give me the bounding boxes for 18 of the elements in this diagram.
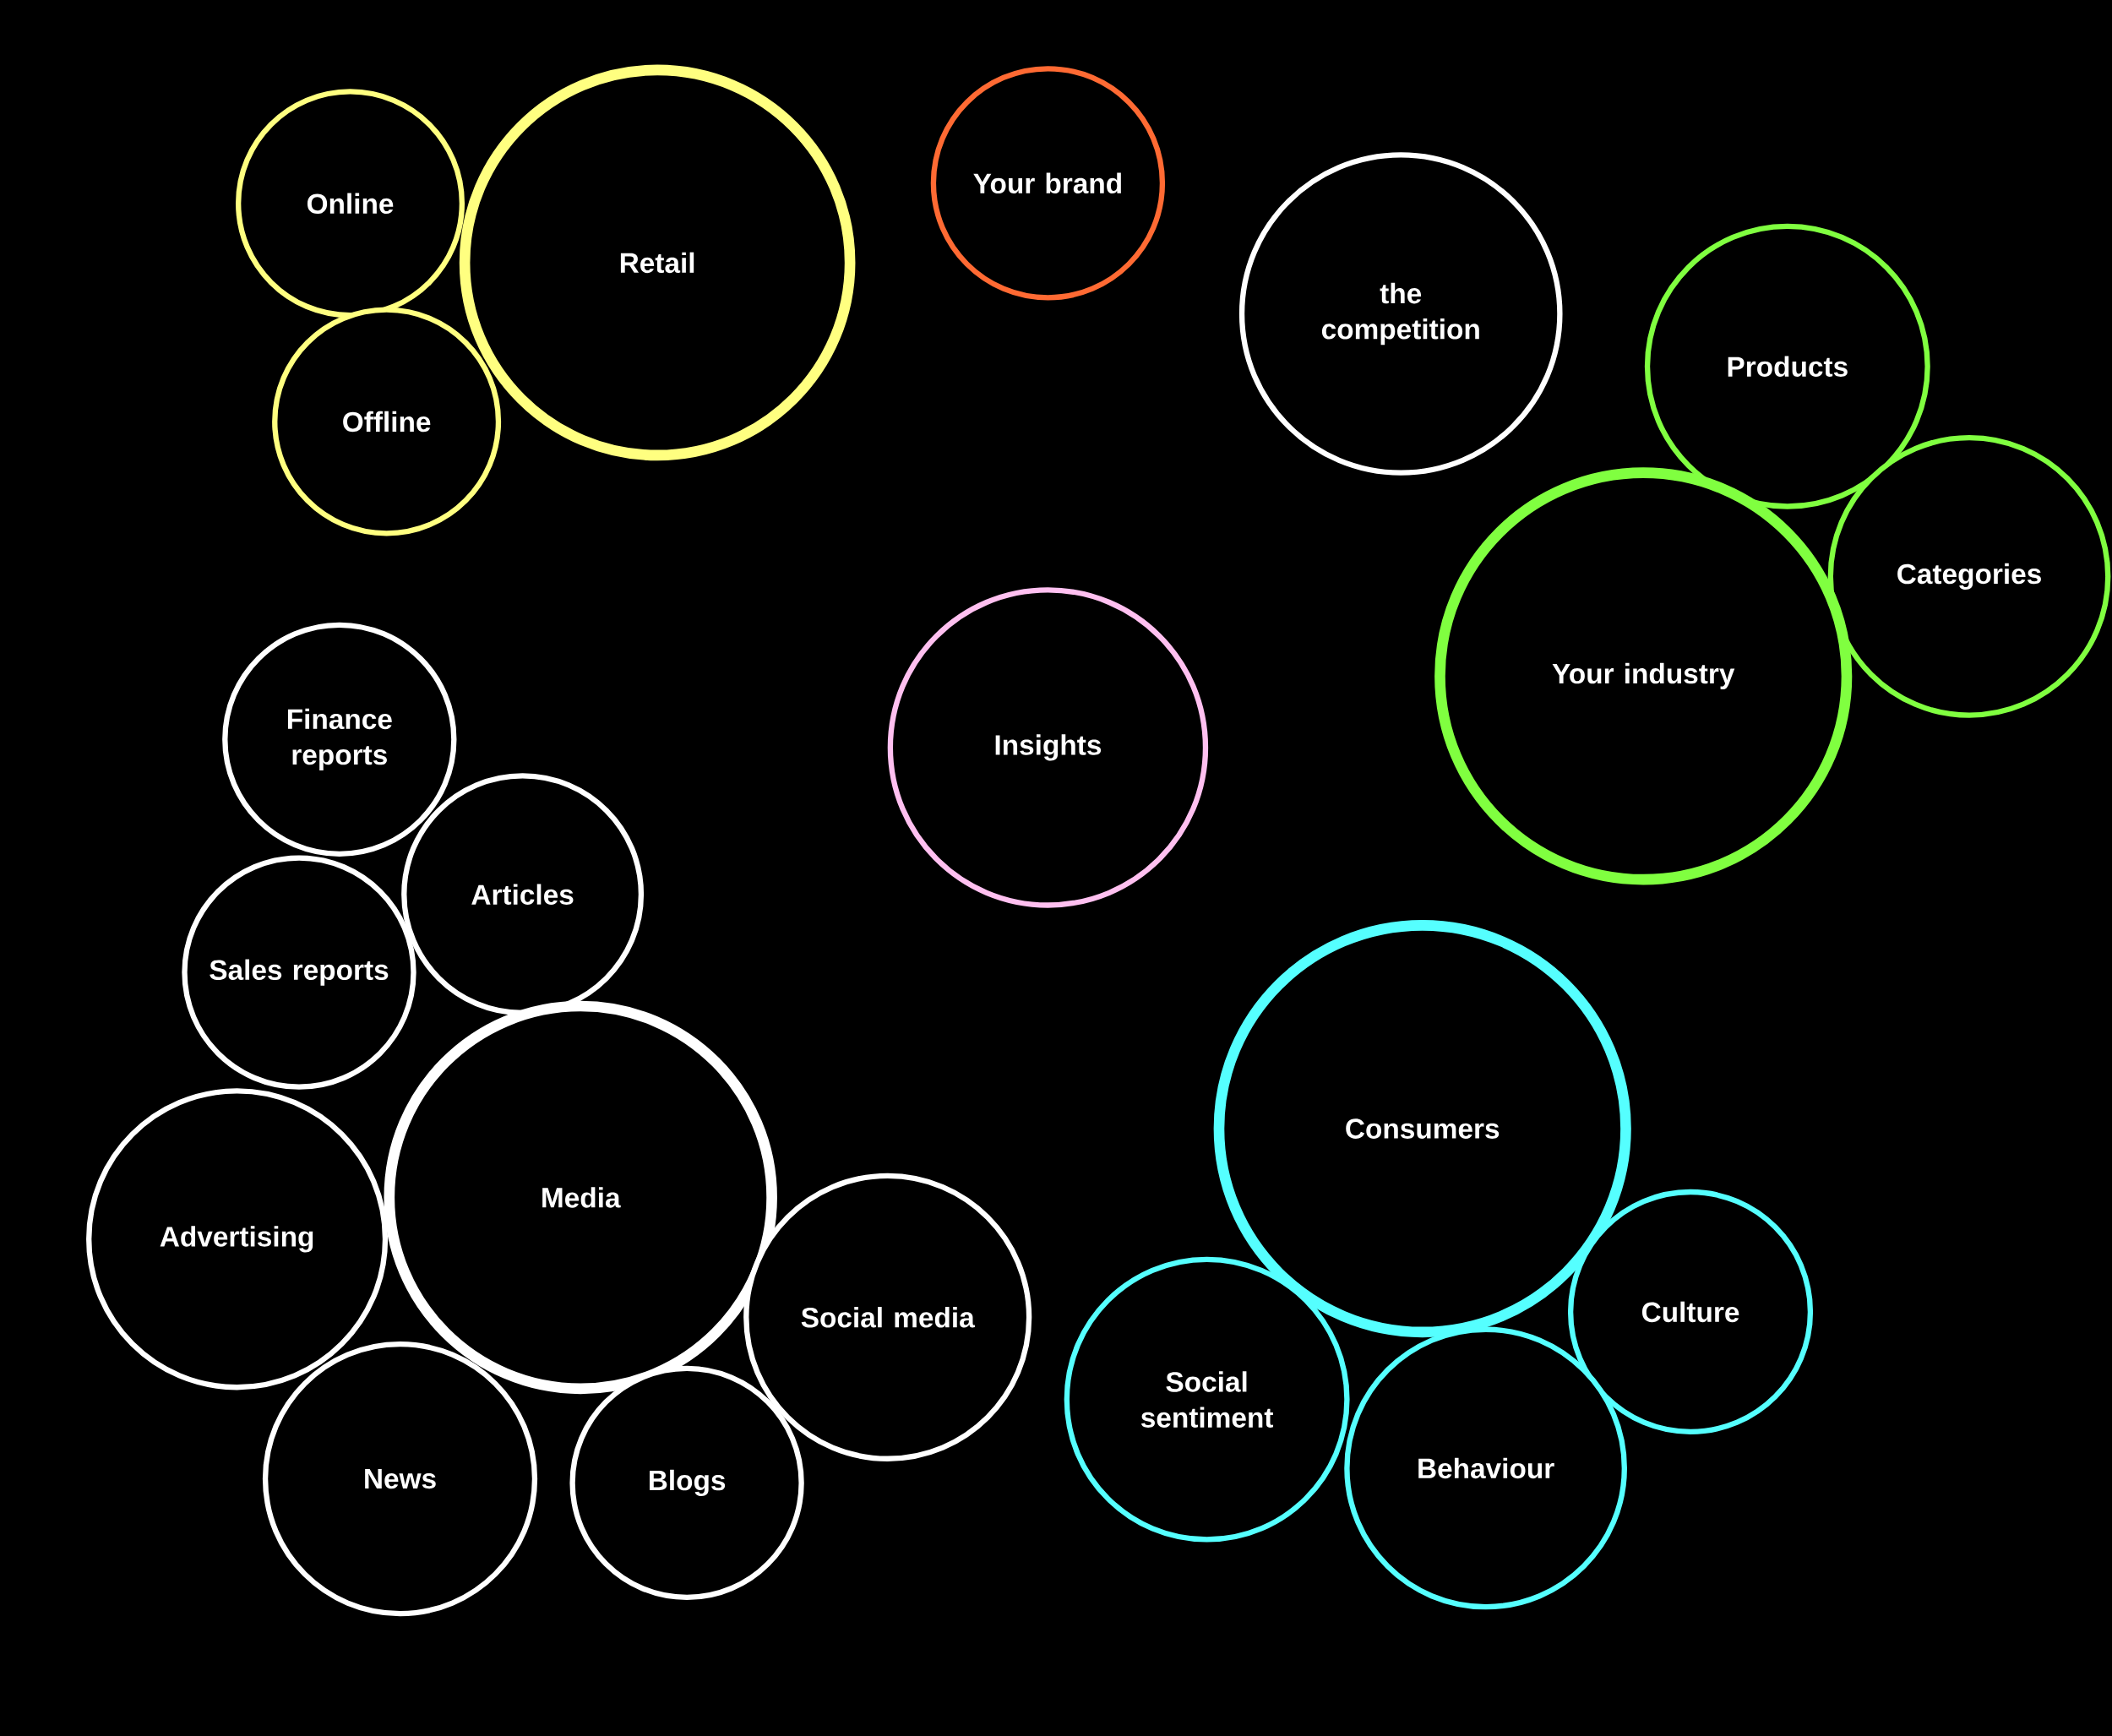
bubble: Social media: [743, 1173, 1032, 1461]
bubble: Offline: [272, 307, 502, 536]
bubble: Sales reports: [182, 855, 416, 1090]
bubble: Online: [236, 89, 465, 318]
bubble: Insights: [887, 587, 1209, 908]
bubble: Social sentiment: [1064, 1256, 1350, 1543]
bubble: Categories: [1827, 435, 2111, 718]
bubble: Products: [1644, 223, 1930, 509]
bubble: Articles: [401, 773, 645, 1016]
bubble: Behaviour: [1344, 1326, 1627, 1610]
bubble: News: [262, 1341, 538, 1617]
node-label: Categories: [1897, 563, 2041, 590]
bubble: the competition: [1238, 152, 1563, 476]
bubble: Advertising: [86, 1088, 389, 1390]
bubble: Finance reports: [222, 622, 457, 857]
bubble: Blogs: [569, 1365, 804, 1601]
bubble: Culture: [1567, 1189, 1814, 1434]
bubble: Your brand: [930, 66, 1166, 301]
